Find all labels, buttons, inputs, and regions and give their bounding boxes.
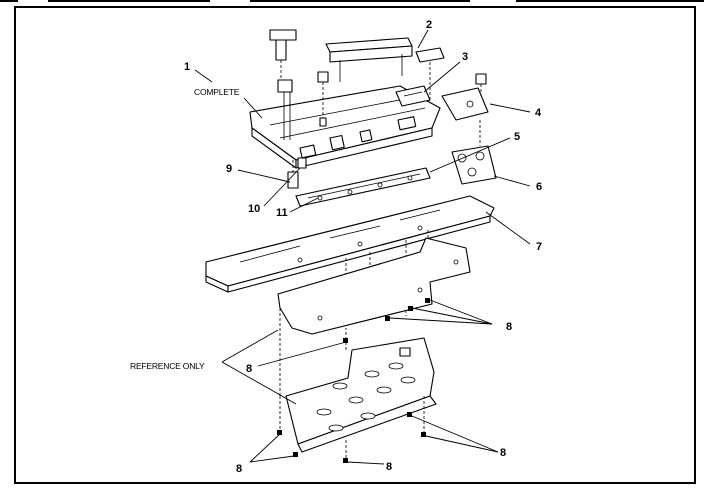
small-knob: [317, 71, 329, 127]
callout-8: 8: [500, 447, 506, 459]
complete-label: COMPLETE: [194, 87, 240, 97]
circuit-board-assembly: [249, 85, 441, 169]
bottom-chassis-plate: [285, 337, 437, 453]
reference-only-label: REFERENCE ONLY: [130, 361, 205, 371]
callout-8: 8: [506, 321, 512, 333]
callout-2: 2: [426, 19, 432, 31]
mounting-bracket: [451, 120, 497, 185]
display-housing: [325, 37, 413, 82]
page-top-rule: [0, 0, 704, 2]
screw-set: [277, 298, 430, 463]
callout-5: 5: [514, 131, 520, 143]
callout-8: 8: [246, 363, 252, 375]
callout-8: 8: [236, 463, 242, 475]
main-pc-board: [205, 195, 495, 330]
rule-gap: [18, 0, 48, 2]
rule-gap: [210, 0, 250, 2]
ribbon-cable-connector: [269, 29, 297, 140]
rule-gap: [470, 0, 516, 2]
mounting-plate: [277, 237, 471, 396]
callout-4: 4: [535, 107, 542, 119]
leader-lines: [194, 29, 531, 465]
callout-8: 8: [386, 461, 392, 473]
callout-3: 3: [462, 51, 468, 63]
diagram-frame: [14, 6, 696, 484]
callout-11: 11: [276, 207, 288, 219]
bracket-part: [395, 85, 431, 107]
callout-7: 7: [536, 241, 542, 253]
callout-6: 6: [536, 181, 542, 193]
switch-plate: [441, 73, 489, 121]
callout-9: 9: [226, 163, 232, 175]
callout-10: 10: [248, 203, 260, 215]
terminal-strip: [295, 167, 431, 207]
side-bracket: [287, 157, 307, 189]
callout-1: 1: [184, 61, 190, 73]
top-connector-block: [415, 47, 445, 100]
